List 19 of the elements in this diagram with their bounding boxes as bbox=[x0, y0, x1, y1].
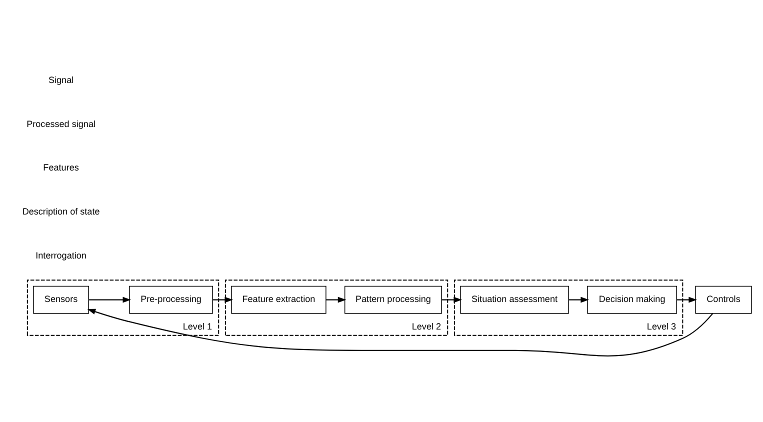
node-box: Feature extraction bbox=[231, 285, 326, 314]
node-box: Sensors bbox=[33, 285, 89, 314]
node-box: Pattern processing bbox=[344, 285, 442, 314]
label: Interrogation bbox=[36, 250, 86, 260]
node-box: Decision making bbox=[587, 285, 678, 314]
node-box: Situation assessment bbox=[460, 285, 569, 314]
arrow bbox=[568, 296, 590, 302]
arrow bbox=[88, 296, 132, 302]
node-box: Pre-processing bbox=[129, 285, 213, 314]
label: Features bbox=[43, 162, 79, 172]
node-box: Controls bbox=[695, 285, 752, 314]
label: Description of state bbox=[22, 206, 100, 216]
arrow bbox=[442, 296, 462, 302]
arrow bbox=[676, 296, 697, 302]
arrow bbox=[212, 296, 234, 302]
arrow bbox=[326, 296, 346, 302]
label: Signal bbox=[48, 74, 74, 84]
label: Processed signal bbox=[26, 118, 96, 128]
arrow bbox=[87, 308, 714, 356]
